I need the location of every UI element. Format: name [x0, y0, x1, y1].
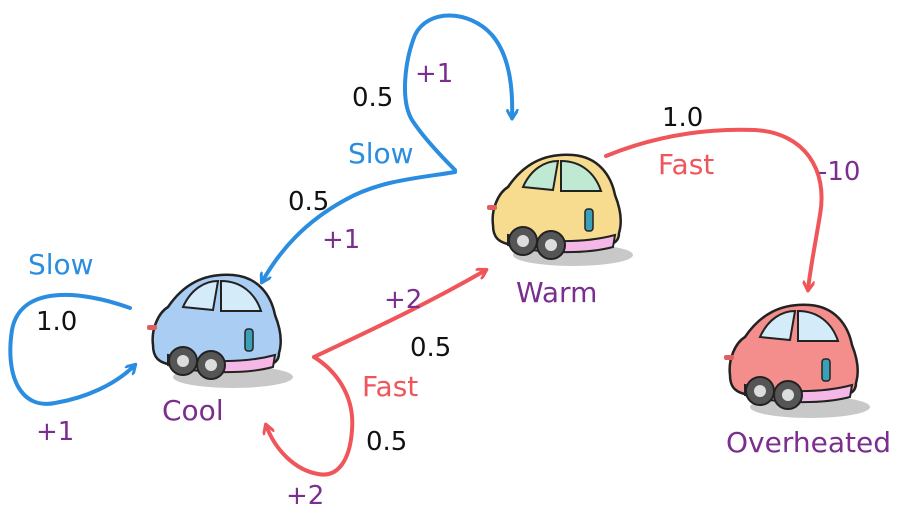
prob-label-cool-fast-warm: 0.5 [410, 333, 451, 363]
reward-label-cool-fast-cool: +2 [286, 481, 324, 511]
edge-warm-fast-overheated [604, 127, 824, 290]
action-label-slow-cool-loop: Slow [28, 248, 94, 281]
edge-warm-slow-cool [262, 170, 457, 282]
prob-label-warm-fast-overheated: 1.0 [662, 103, 703, 133]
action-label-slow-warm-cool: Slow [348, 137, 414, 170]
edge-cool-slow-cool [8, 293, 135, 406]
cool-car-icon [147, 273, 293, 388]
action-label-fast-cool: Fast [362, 370, 418, 403]
edge-cool-fast-warm [312, 270, 486, 359]
prob-label-cool-fast-cool: 0.5 [366, 427, 407, 457]
state-label-cool: Cool [162, 394, 224, 427]
reward-label-warm-slow-warm: +1 [415, 59, 453, 89]
state-label-overheated: Overheated [726, 426, 891, 459]
action-label-fast-warm: Fast [658, 148, 714, 181]
reward-label-cool-fast-warm: +2 [384, 285, 422, 315]
overheated-car-icon [724, 303, 870, 418]
reward-label-cool-slow-cool: +1 [36, 417, 74, 447]
reward-label-warm-fast-overheated: -10 [818, 157, 860, 187]
state-label-warm: Warm [516, 276, 597, 309]
prob-label-cool-slow-cool: 1.0 [36, 307, 77, 337]
edge-warm-slow-warm [402, 13, 512, 172]
prob-label-warm-slow-cool: 0.5 [288, 187, 329, 217]
edge-cool-fast-cool [266, 355, 355, 477]
warm-car-icon [487, 153, 633, 266]
reward-label-warm-slow-cool: +1 [322, 225, 360, 255]
prob-label-warm-slow-warm: 0.5 [352, 83, 393, 113]
